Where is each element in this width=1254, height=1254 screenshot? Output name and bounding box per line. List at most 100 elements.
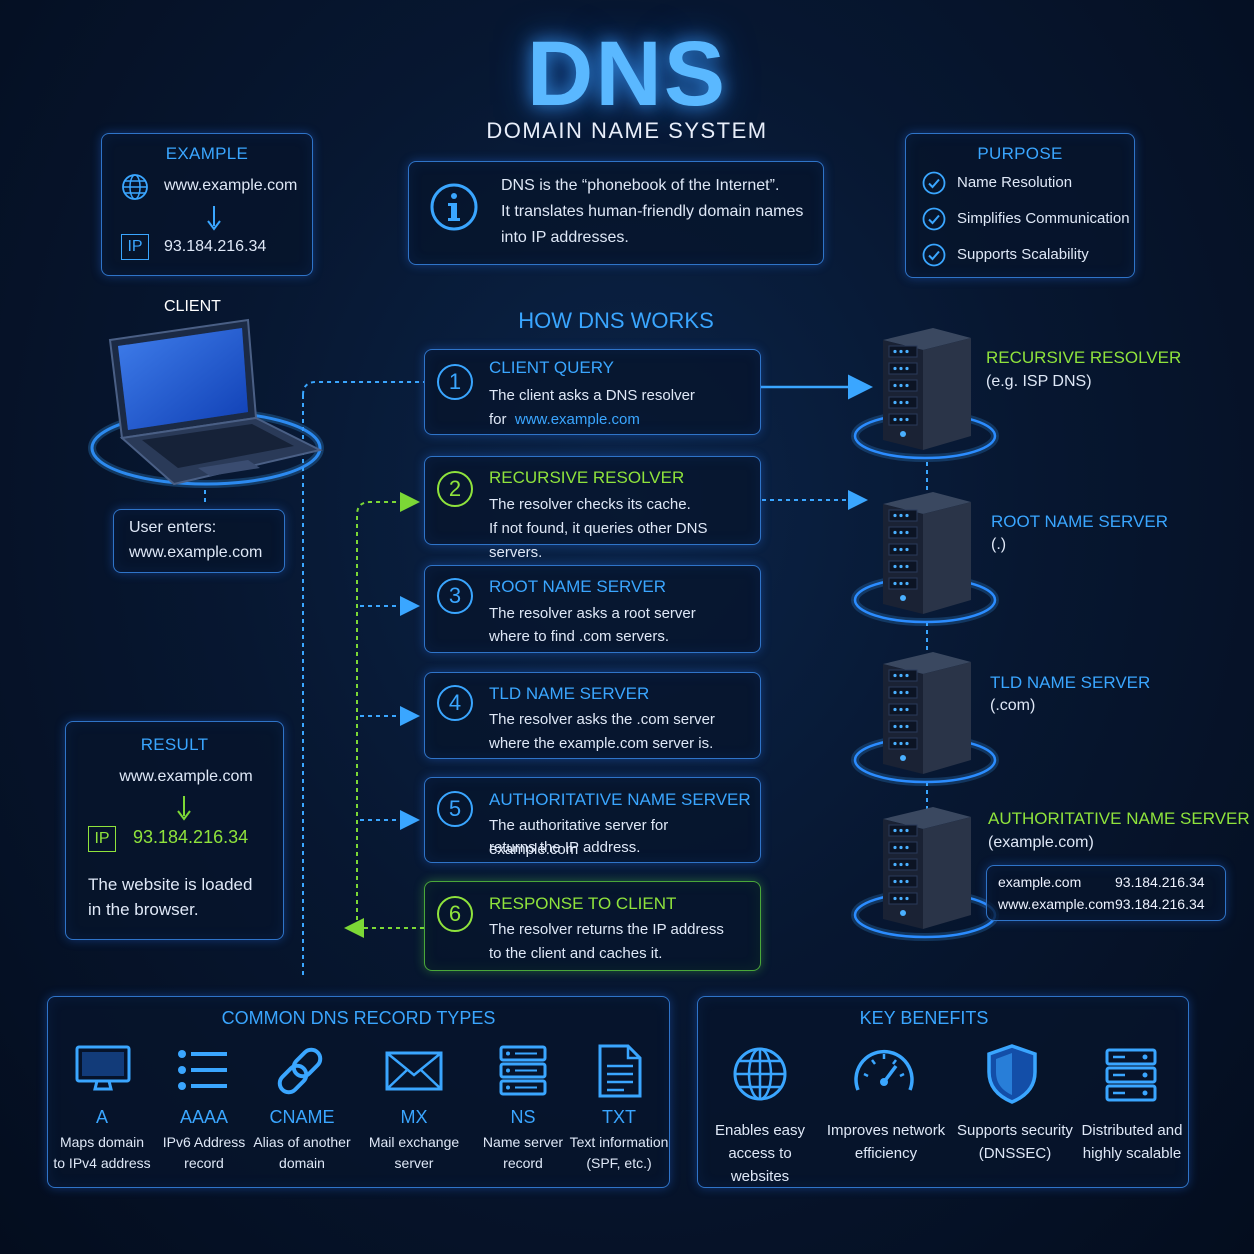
arrow-down-icon [207, 206, 221, 231]
step-title: RESPONSE TO CLIENT [489, 894, 677, 913]
step-desc-line-2: where the example.com server is. [489, 735, 714, 752]
shield-icon [987, 1044, 1037, 1104]
how-heading: HOW DNS WORKS [518, 308, 714, 333]
user-entry-line-1: User enters: [129, 519, 217, 536]
record-type-cname: CNAME Alias of another domain [252, 1107, 352, 1174]
record-types-panel: COMMON DNS RECORD TYPES A Maps domain to … [47, 996, 670, 1188]
step-title: TLD NAME SERVER [489, 684, 650, 703]
laptop-icon [88, 318, 324, 488]
zone-record-domain: example.com [998, 874, 1082, 890]
record-name: TXT [602, 1107, 636, 1127]
benefit-desc-line: (DNSSEC) [978, 1145, 1052, 1162]
server-name: ROOT NAME SERVER [991, 512, 1168, 531]
link-icon [277, 1047, 323, 1095]
record-desc-line: Maps domain [59, 1134, 145, 1150]
record-desc-line: record [184, 1155, 224, 1171]
benefit-security: Supports security (DNSSEC) [954, 1119, 1076, 1165]
record-desc-line: (SPF, etc.) [586, 1155, 652, 1171]
server-stack-icon [1105, 1048, 1157, 1102]
step-desc-prefix: for [489, 411, 507, 428]
benefit-access: Enables easy access to websites [700, 1119, 820, 1188]
step-title: ROOT NAME SERVER [489, 577, 666, 596]
step-title: AUTHORITATIVE NAME SERVER [489, 790, 751, 809]
check-circle-icon [922, 207, 946, 231]
step-desc-line-2: If not found, it queries other DNS serve… [489, 520, 708, 561]
step-desc-line-2: where to find .com servers. [489, 628, 670, 645]
record-name: AAAA [179, 1107, 229, 1127]
list-icon [178, 1050, 227, 1090]
step-5: 5 AUTHORITATIVE NAME SERVER The authorit… [424, 777, 761, 863]
record-desc-line: server [394, 1155, 434, 1171]
record-types-heading: COMMON DNS RECORD TYPES [221, 1008, 496, 1028]
step-3: 3 ROOT NAME SERVER The resolver asks a r… [424, 565, 761, 653]
step-desc-line-2: for www.example.com [489, 408, 640, 432]
record-name: CNAME [269, 1107, 335, 1127]
record-name: A [95, 1107, 108, 1127]
record-type-mx: MX Mail exchange server [364, 1107, 464, 1174]
server-name: AUTHORITATIVE NAME SERVER [988, 809, 1250, 828]
info-icon [430, 183, 478, 231]
benefit-efficiency: Improves network efficiency [826, 1119, 946, 1165]
record-desc-line: to IPv4 address [53, 1155, 151, 1171]
user-entry-line-2: www.example.com [129, 544, 263, 561]
server-sub: (.) [991, 536, 1007, 553]
result-heading: RESULT [140, 735, 209, 754]
server-name: TLD NAME SERVER [990, 673, 1151, 692]
step-desc-line-1: The client asks a DNS resolver [489, 387, 695, 404]
info-line-2: It translates human-friendly domain name… [501, 203, 804, 220]
server-name: RECURSIVE RESOLVER [986, 348, 1182, 367]
step-6: 6 RESPONSE TO CLIENT The resolver return… [424, 881, 761, 971]
server-tower-icon [851, 652, 999, 786]
user-entry-box: User enters: www.example.com [113, 509, 285, 573]
purpose-item-1: Name Resolution [957, 174, 1073, 191]
record-desc-line: Mail exchange [368, 1134, 460, 1150]
check-circle-icon [922, 171, 946, 195]
step-desc-line-2: returns the IP address. [489, 839, 641, 856]
step-desc-line-1: The authoritative server for example.com [489, 817, 669, 858]
globe-icon [122, 174, 148, 200]
server-tower-icon [851, 807, 999, 941]
step-number: 2 [437, 471, 473, 507]
purpose-panel: PURPOSE Name Resolution Simplifies Commu… [905, 133, 1135, 278]
step-title: RECURSIVE RESOLVER [489, 468, 685, 487]
benefit-desc-line: Improves network [826, 1122, 946, 1139]
speedometer-icon [854, 1049, 914, 1091]
document-icon [598, 1044, 642, 1098]
result-line-2: in the browser. [88, 900, 199, 919]
step-desc-line-2: to the client and caches it. [489, 945, 663, 962]
benefit-desc-line: Enables easy [714, 1122, 806, 1139]
step-desc-line-1: The resolver checks its cache. [489, 496, 691, 513]
step-desc-line-1: The resolver asks the .com server [489, 711, 715, 728]
benefit-desc-line: access to websites [728, 1145, 792, 1185]
record-desc-line: Alias of another [253, 1134, 351, 1150]
page-title: DNS [526, 23, 728, 125]
zone-record-domain: www.example.com [998, 896, 1115, 912]
server-sub: (example.com) [988, 834, 1094, 851]
example-panel: EXAMPLE www.example.com IP 93.184.216.34 [101, 133, 313, 276]
step-number: 1 [437, 364, 473, 400]
server-sub: (e.g. ISP DNS) [986, 373, 1092, 390]
ip-tag: IP [88, 826, 116, 852]
benefit-desc-line: Supports security [957, 1122, 1073, 1139]
benefit-desc-line: efficiency [854, 1145, 918, 1162]
arrow-down-icon [177, 796, 191, 821]
step-number: 4 [437, 685, 473, 721]
server-sub: (.com) [990, 697, 1036, 714]
purpose-item-2: Simplifies Communication [957, 210, 1130, 227]
server-tower-icon [851, 492, 999, 626]
zone-record-ip: 93.184.216.34 [1115, 874, 1205, 890]
step-4: 4 TLD NAME SERVER The resolver asks the … [424, 672, 761, 759]
example-domain-link[interactable]: www.example.com [514, 411, 640, 428]
record-name: MX [400, 1107, 428, 1127]
record-desc-line: Text information [569, 1134, 669, 1150]
record-type-txt: TXT Text information (SPF, etc.) [569, 1107, 669, 1174]
mail-icon [385, 1051, 443, 1091]
record-desc-line: domain [279, 1155, 325, 1171]
info-line-1: DNS is the “phonebook of the Internet”. [501, 177, 780, 194]
monitor-icon [75, 1045, 131, 1091]
benefit-desc-line: Distributed and [1081, 1122, 1183, 1139]
zone-records-box: example.com 93.184.216.34 www.example.co… [986, 865, 1226, 921]
